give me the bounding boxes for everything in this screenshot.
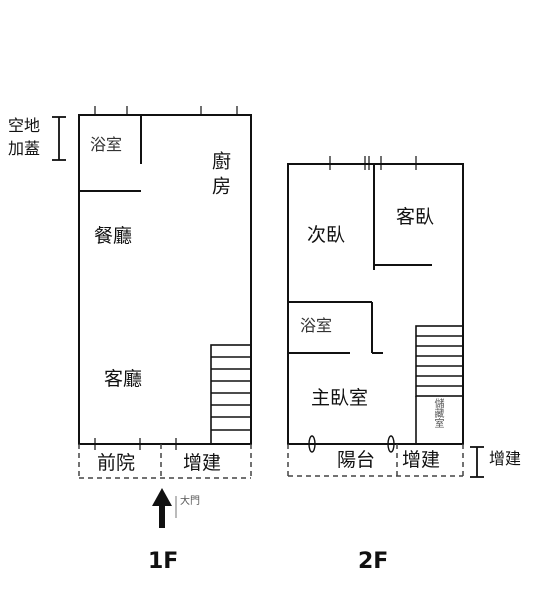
entrance-arrow — [152, 488, 177, 528]
room-extension-2f: 增建 — [402, 449, 441, 471]
plan-2f-walls — [287, 163, 464, 445]
plan-1f-stairs — [210, 344, 252, 445]
plan-2f-ticks — [329, 156, 417, 170]
gate-label: 大門 — [180, 496, 200, 507]
plan-2f-stairs — [415, 325, 464, 444]
room-balcony-2f: 陽台 — [337, 449, 376, 471]
plan-2f-side-bracket — [470, 446, 484, 478]
room-living-1f: 客廳 — [104, 368, 143, 390]
plan-1f-side-bracket — [52, 116, 66, 161]
plan-1f-ticks — [94, 106, 238, 450]
room-kitchen-1f: 廚房 — [209, 151, 231, 201]
room-master-bedroom-2f: 主臥室 — [311, 387, 369, 409]
plan-1f-walls — [78, 114, 252, 445]
floor-label-2f: 2F — [358, 549, 389, 574]
room-bath-1f: 浴室 — [90, 135, 123, 154]
side-note-line1-1f: 空地 — [8, 116, 41, 135]
side-note-2f: 增建 — [489, 449, 522, 468]
room-extension-1f: 增建 — [183, 452, 222, 474]
floor-label-1f: 1F — [148, 549, 179, 574]
room-storage-2f: 儲藏室 — [432, 398, 443, 428]
side-note-line2-1f: 加蓋 — [8, 139, 41, 158]
plan-1f-yard-outline — [78, 444, 252, 479]
plan-2f-balcony-outline — [287, 444, 464, 477]
room-guest-bedroom-2f: 客臥 — [396, 206, 435, 228]
plan-2f-door-marks — [308, 435, 395, 453]
room-bath-2f: 浴室 — [300, 316, 333, 335]
room-dining-1f: 餐廳 — [94, 225, 133, 247]
room-front-yard-1f: 前院 — [97, 452, 136, 474]
room-second-bedroom-2f: 次臥 — [307, 224, 346, 246]
